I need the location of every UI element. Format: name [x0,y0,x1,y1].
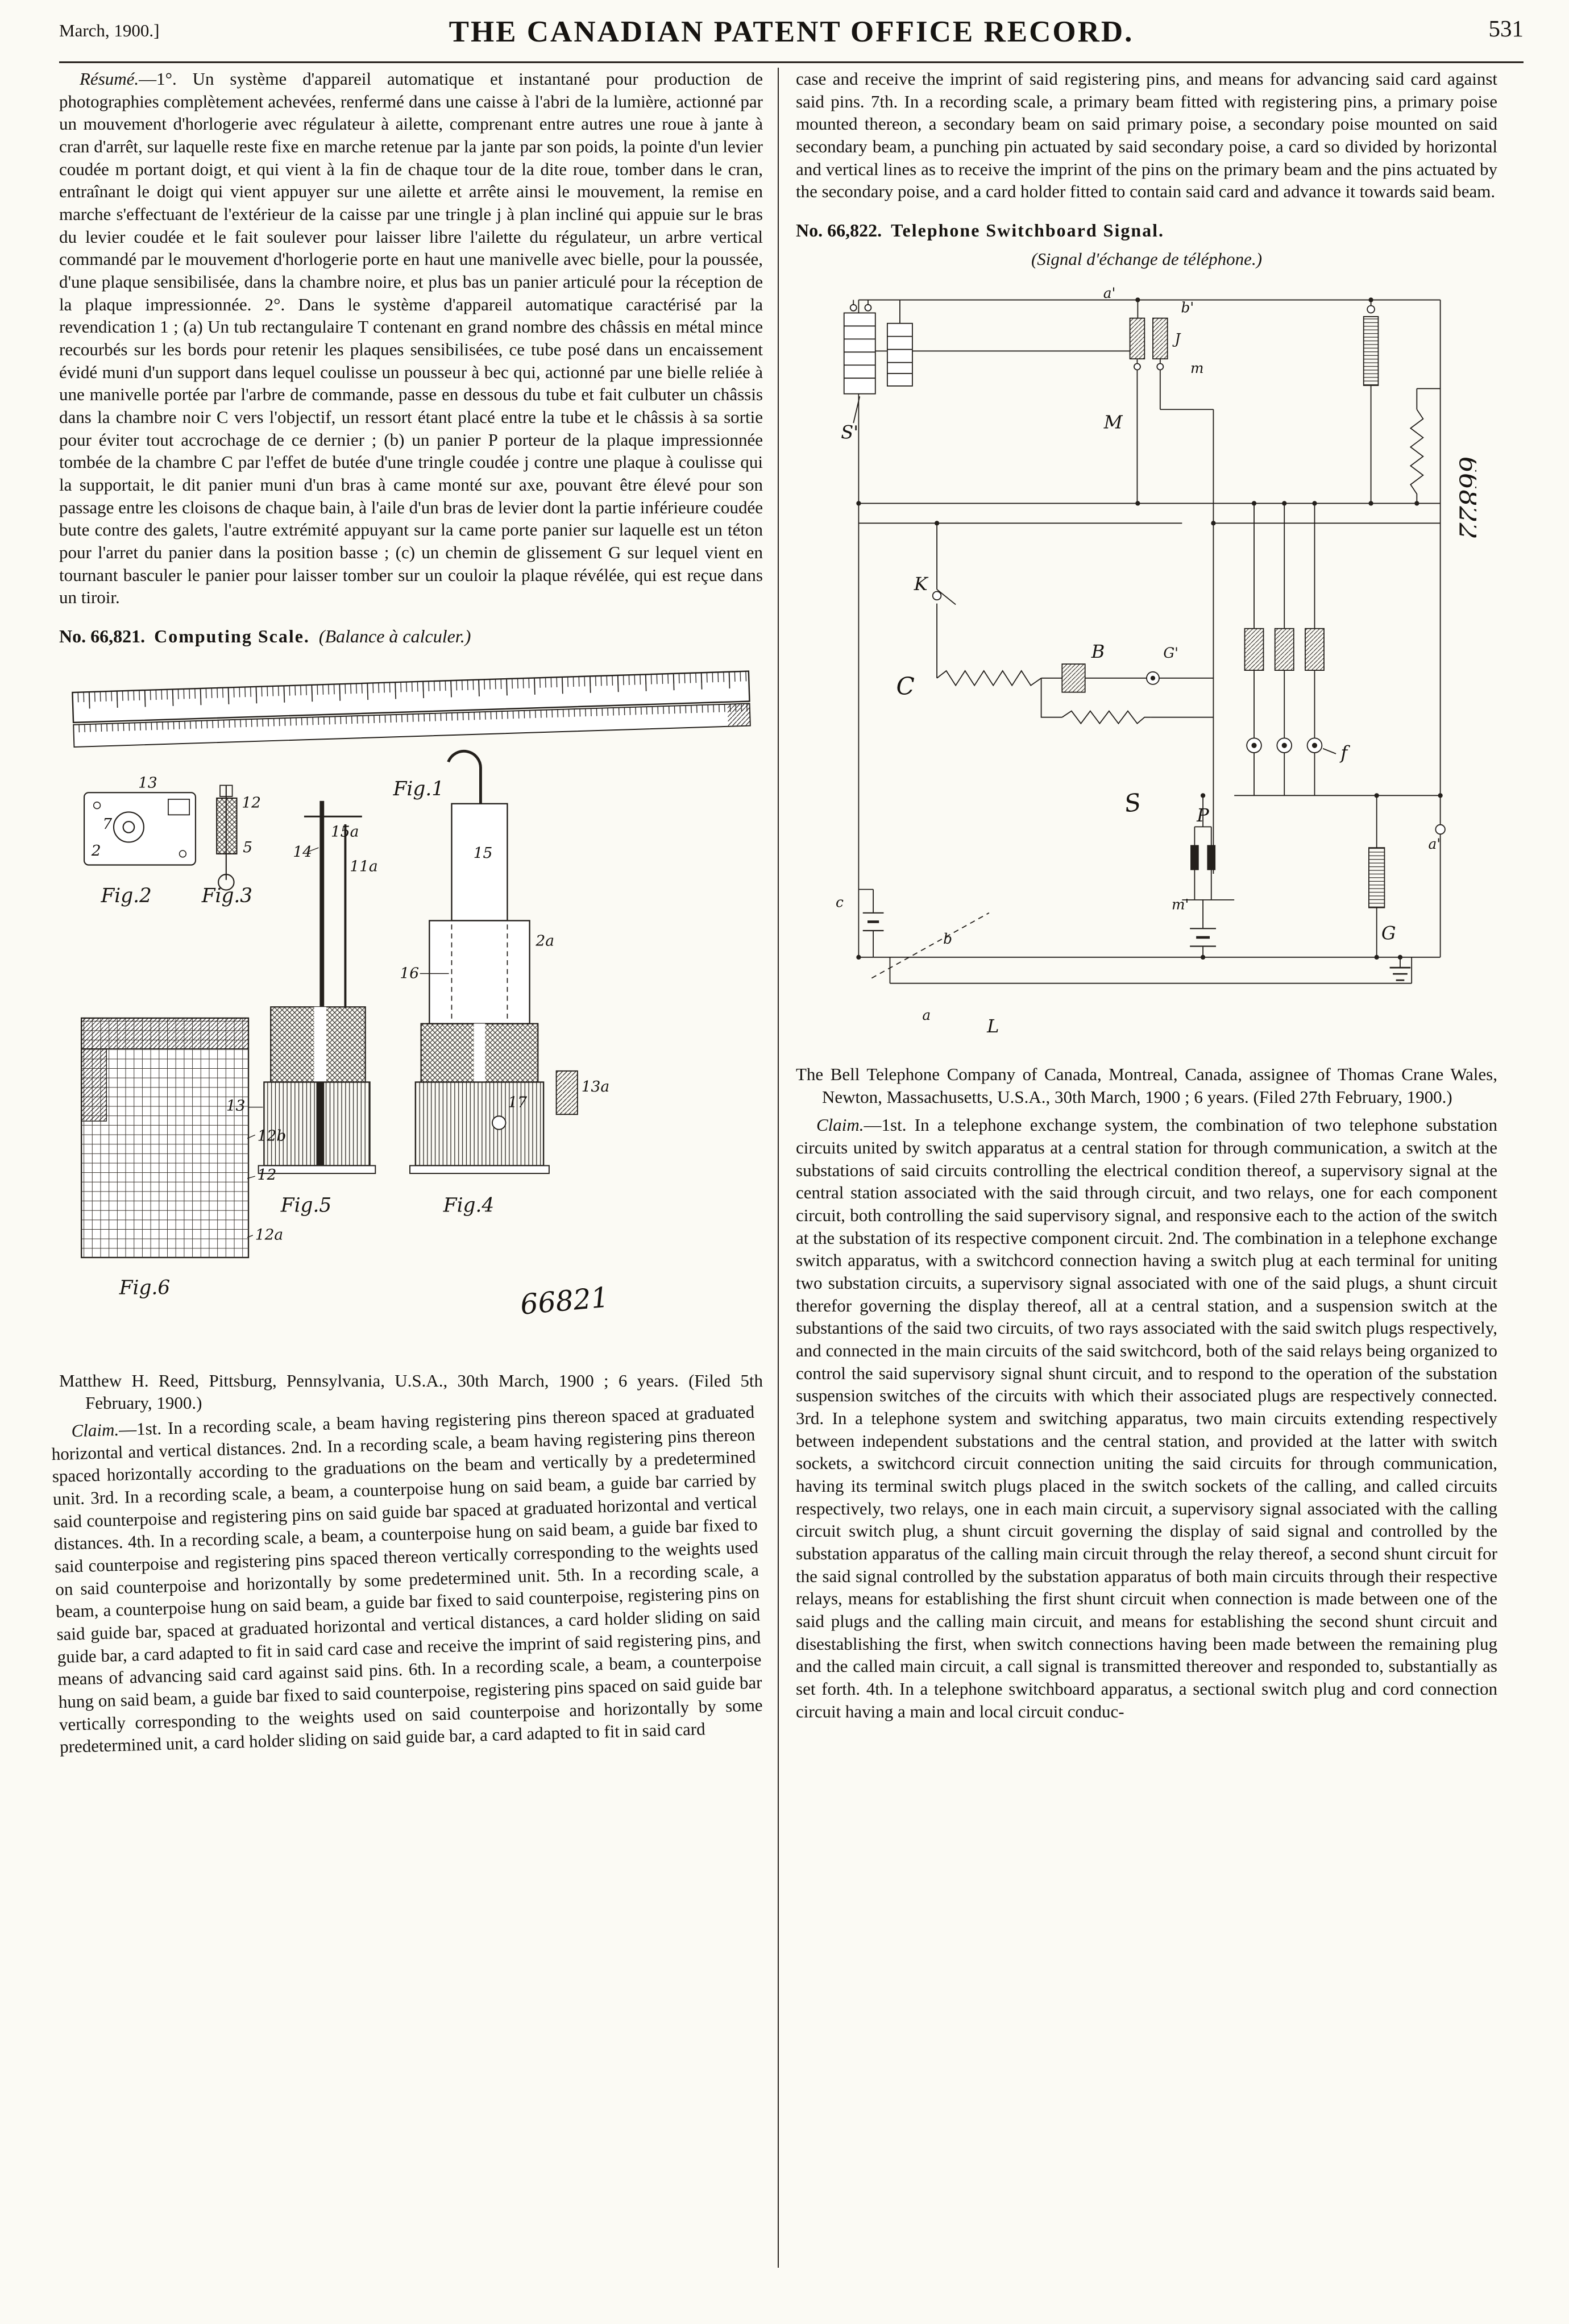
patent-66821-number: No. 66,821. [59,626,146,647]
batteries-and-ground [862,912,1411,981]
fig6-label: Fig.6 [119,1277,170,1300]
junction-dots [856,297,1443,960]
claim-label: Claim. [816,1115,864,1135]
part-label: 17 [508,1094,527,1111]
circuit-wiring [853,299,1441,984]
circuit-label: L [986,1015,999,1037]
resume-paragraph: Résumé.—1°. Un système d'appareil automa… [59,68,763,609]
patent-66822-heading: No. 66,822. Telephone Switchboard Signal. [796,220,1497,241]
jack-strips [843,304,913,395]
patent-66822-title: Telephone Switchboard Signal. [891,220,1165,241]
page-header: March, 1900.] THE CANADIAN PATENT OFFICE… [59,15,1524,63]
claim-text: —1st. In a telephone exchange system, th… [796,1115,1497,1721]
patent-66821-figure: Fig.2 Fig.3 Fig.1 Fig.4 Fig.5 Fig.6 6682… [59,662,763,1352]
fig4-assembly [409,1023,578,1175]
patent-66822-number: No. 66,822. [796,220,882,241]
part-label: 5 [243,839,252,856]
fig6-card-grid [81,1017,256,1259]
scale-ruler [72,670,751,748]
part-label: 14 [293,843,312,861]
patent-66821-claim: Claim.—1st. In a recording scale, a beam… [51,1401,763,1758]
circuit-label: C [896,672,915,700]
circuit-label: m [1190,360,1203,376]
fig2-label: Fig.2 [100,885,151,907]
circuit-label: b [943,931,952,947]
continuation-paragraph: case and receive the imprint of said reg… [796,69,1497,202]
circuit-label: S' [841,422,858,443]
circuit-label: b' [1181,300,1194,316]
part-label: 16 [400,964,419,982]
page-number: 531 [1488,15,1524,42]
fig2-detail [84,792,197,866]
circuit-label: P [1196,804,1210,826]
part-label: 13a [582,1078,609,1095]
fig1-assembly [304,750,530,1082]
switch-plugs [1190,845,1216,870]
resume-text: —1°. Un système d'appareil automatique e… [59,69,763,608]
part-label: 7 [102,815,112,833]
patent-66822-drawing: S' a' b' J m M K C B G' f S P L G a b [836,285,1476,1037]
fig5-assembly [242,1006,376,1175]
patent-66822-title-fr: (Signal d'échange de téléphone.) [1031,249,1263,269]
part-label: 12 [258,1166,277,1184]
left-column: Résumé.—1°. Un système d'appareil automa… [51,68,778,2268]
fig1-label: Fig.1 [393,778,444,800]
part-label: 12a [255,1226,283,1244]
patent-66822-claim: Claim.—1st. In a telephone exchange syst… [796,1114,1497,1723]
figure-number-66821: 66821 [519,1281,610,1321]
relay-coils [1061,305,1385,908]
part-label: 13 [138,774,157,791]
fig5-label: Fig.5 [280,1194,331,1217]
fig3-label: Fig.3 [201,885,252,907]
circuit-label: a' [1429,836,1441,852]
issue-date: March, 1900.] [59,20,160,40]
part-label: 11a [350,857,377,875]
patent-66821-attribution: Matthew H. Reed, Pittsburg, Pennsylvania… [59,1370,763,1413]
part-label: 15a [331,823,359,841]
circuit-label: B [1091,641,1105,662]
claim-label: Claim. [71,1419,119,1441]
circuit-label: S [1123,788,1143,818]
patent-66822-attribution: The Bell Telephone Company of Canada, Mo… [796,1064,1497,1107]
resume-label: Résumé. [80,69,139,89]
circuit-label: G [1381,923,1396,944]
circuit-label: f [1339,742,1350,763]
figure-number-66822: 66822 [1454,457,1476,540]
part-label: 12b [258,1127,287,1144]
part-label: 13 [226,1097,246,1115]
patent-66821-title: Computing Scale. [154,626,310,647]
column-divider [778,68,779,2268]
circuit-label: a' [1103,285,1116,301]
circuit-label: m' [1172,896,1189,912]
circuit-label: K [914,573,929,595]
part-label: 2a [535,932,554,950]
circuit-label: M [1103,411,1123,433]
circuit-label: G' [1163,645,1178,661]
part-label: 2 [91,842,101,860]
patent-66821-title-fr: (Balance à calculer.) [318,626,471,647]
header-rule [59,61,1524,63]
patent-66821-heading: No. 66,821. Computing Scale. (Balance à ca… [59,626,763,647]
fig4-label: Fig.4 [443,1194,494,1217]
circuit-label: c [836,894,844,911]
publication-title: THE CANADIAN PATENT OFFICE RECORD. [449,15,1134,48]
two-column-body: Résumé.—1°. Un système d'appareil automa… [51,68,1524,2268]
fig3-detail [216,785,238,891]
part-label: 12 [242,794,261,812]
circuit-label: J [1172,331,1182,347]
patent-66822-figure: S' a' b' J m M K C B G' f S P L G a b [796,284,1497,1046]
skewed-scan-block: Claim.—1st. In a recording scale, a beam… [51,1401,763,1758]
claim-text: —1st. In a recording scale, a beam havin… [51,1401,763,1757]
jacks-and-terminals [932,591,1446,835]
resistors [936,409,1424,725]
circuit-label: a [922,1007,931,1023]
patent-66821-drawing: Fig.2 Fig.3 Fig.1 Fig.4 Fig.5 Fig.6 6682… [72,670,751,1321]
right-column: case and receive the imprint of said reg… [779,68,1497,2268]
part-label: 15 [474,844,493,862]
